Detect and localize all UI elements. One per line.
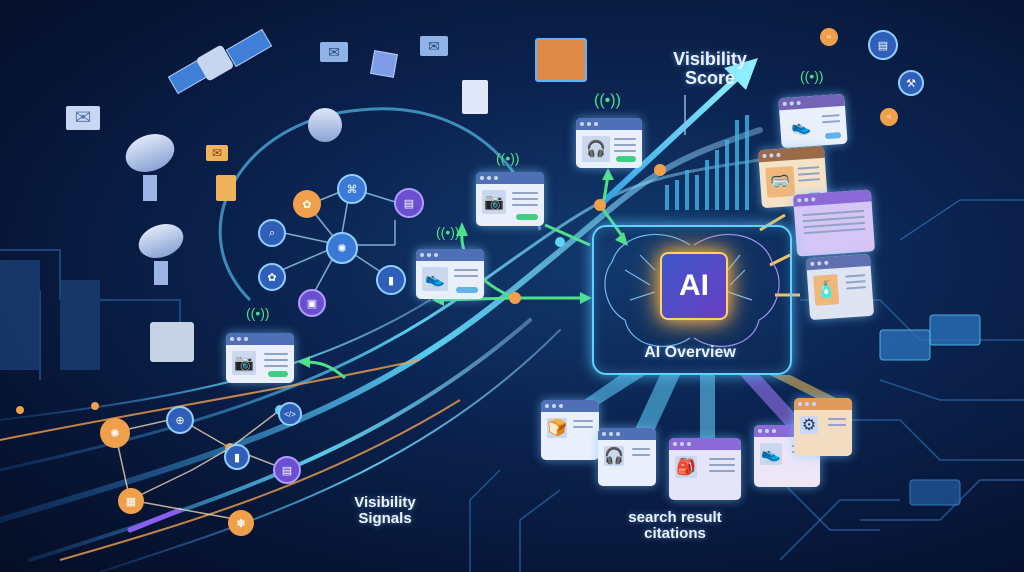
envelope-icon: ✉ <box>320 42 348 62</box>
shoe-card[interactable]: 👟 <box>778 93 848 149</box>
document-icon <box>462 80 488 114</box>
envelope-icon: ✉ <box>66 106 100 130</box>
window-bar <box>416 249 484 261</box>
workflow-node-icon: ⌘ <box>337 174 367 204</box>
headphones-icon: 🎧 <box>582 136 610 162</box>
document-node-icon: ▤ <box>394 188 424 218</box>
document-node-icon: ▤ <box>868 30 898 60</box>
gear-icon: ⚙ <box>800 416 818 434</box>
camera-icon: 📷 <box>232 351 256 375</box>
search-node-icon: ⌕ <box>258 219 286 247</box>
vr-headset-icon: 🥽 <box>765 165 796 198</box>
document-node-icon: ▤ <box>273 456 301 484</box>
citation-card[interactable]: 🎧 <box>598 428 656 486</box>
shoe-icon: 👟 <box>422 267 448 291</box>
image-node-icon: ▣ <box>298 289 326 317</box>
citation-card[interactable]: 🎒 <box>669 438 741 500</box>
citation-card[interactable]: ⚙ <box>794 398 852 456</box>
headphones-card[interactable]: 🎧 <box>576 118 642 168</box>
envelope-icon: ✉ <box>206 145 228 161</box>
ai-overview-panel[interactable] <box>592 225 792 375</box>
ai-chip-icon: AI <box>660 252 728 320</box>
document-icon <box>216 175 236 201</box>
gear-node-icon: ✿ <box>293 190 321 218</box>
satellite-dish-icon <box>120 127 180 205</box>
product-icon: 🧴 <box>813 274 840 306</box>
plant-node-icon: ✽ <box>228 510 254 536</box>
food-icon: 🍞 <box>547 418 567 438</box>
camera-card[interactable]: 📷 <box>226 333 294 383</box>
calendar-node-icon: ▦ <box>118 488 144 514</box>
globe-node-icon: ⊕ <box>166 406 194 434</box>
chart-node-icon: ▮ <box>224 444 250 470</box>
cube-icon <box>370 50 398 78</box>
wifi-icon: ((•)) <box>246 305 270 321</box>
camera-card[interactable]: 📷 <box>476 172 544 226</box>
brain-node-icon: ✺ <box>326 232 358 264</box>
backpack-icon: 🎒 <box>675 456 697 478</box>
shoe-icon: 👟 <box>790 118 812 137</box>
chart-node-icon: ▮ <box>376 265 406 295</box>
brain-node-icon: ✺ <box>100 418 130 448</box>
document-icon <box>150 322 194 362</box>
window-bar <box>226 333 294 345</box>
ai-overview-label: AI Overview <box>644 344 736 361</box>
wifi-icon: ((•)) <box>436 224 460 240</box>
window-bar <box>541 400 599 412</box>
camera-icon: 📷 <box>482 190 506 214</box>
shoe-icon: 👟 <box>760 443 782 465</box>
window-bar <box>669 438 741 450</box>
satellite-icon <box>167 28 280 100</box>
wifi-icon: ((•)) <box>594 92 621 109</box>
wrench-node-icon: ⚒ <box>898 70 924 96</box>
window-bar <box>598 428 656 440</box>
satellite-dish-icon <box>133 218 189 295</box>
window-bar <box>476 172 544 184</box>
document-stack-icon <box>535 38 587 82</box>
gear-node-icon: ✿ <box>258 263 286 291</box>
text-card[interactable] <box>792 189 876 257</box>
wifi-icon: ((•)) <box>496 150 520 166</box>
node-icon: ▫ <box>820 28 838 46</box>
shoe-card[interactable]: 👟 <box>416 249 484 299</box>
wifi-icon: ((•)) <box>800 68 824 84</box>
window-bar <box>794 398 852 410</box>
satellite-dish-icon <box>308 108 342 142</box>
headphones-icon: 🎧 <box>604 446 624 466</box>
citation-card[interactable]: 🍞 <box>541 400 599 460</box>
node-icon: ▫ <box>880 108 898 126</box>
product-card[interactable]: 🧴 <box>805 253 875 321</box>
envelope-icon: ✉ <box>420 36 448 56</box>
code-node-icon: </> <box>278 402 302 426</box>
window-bar <box>576 118 642 130</box>
